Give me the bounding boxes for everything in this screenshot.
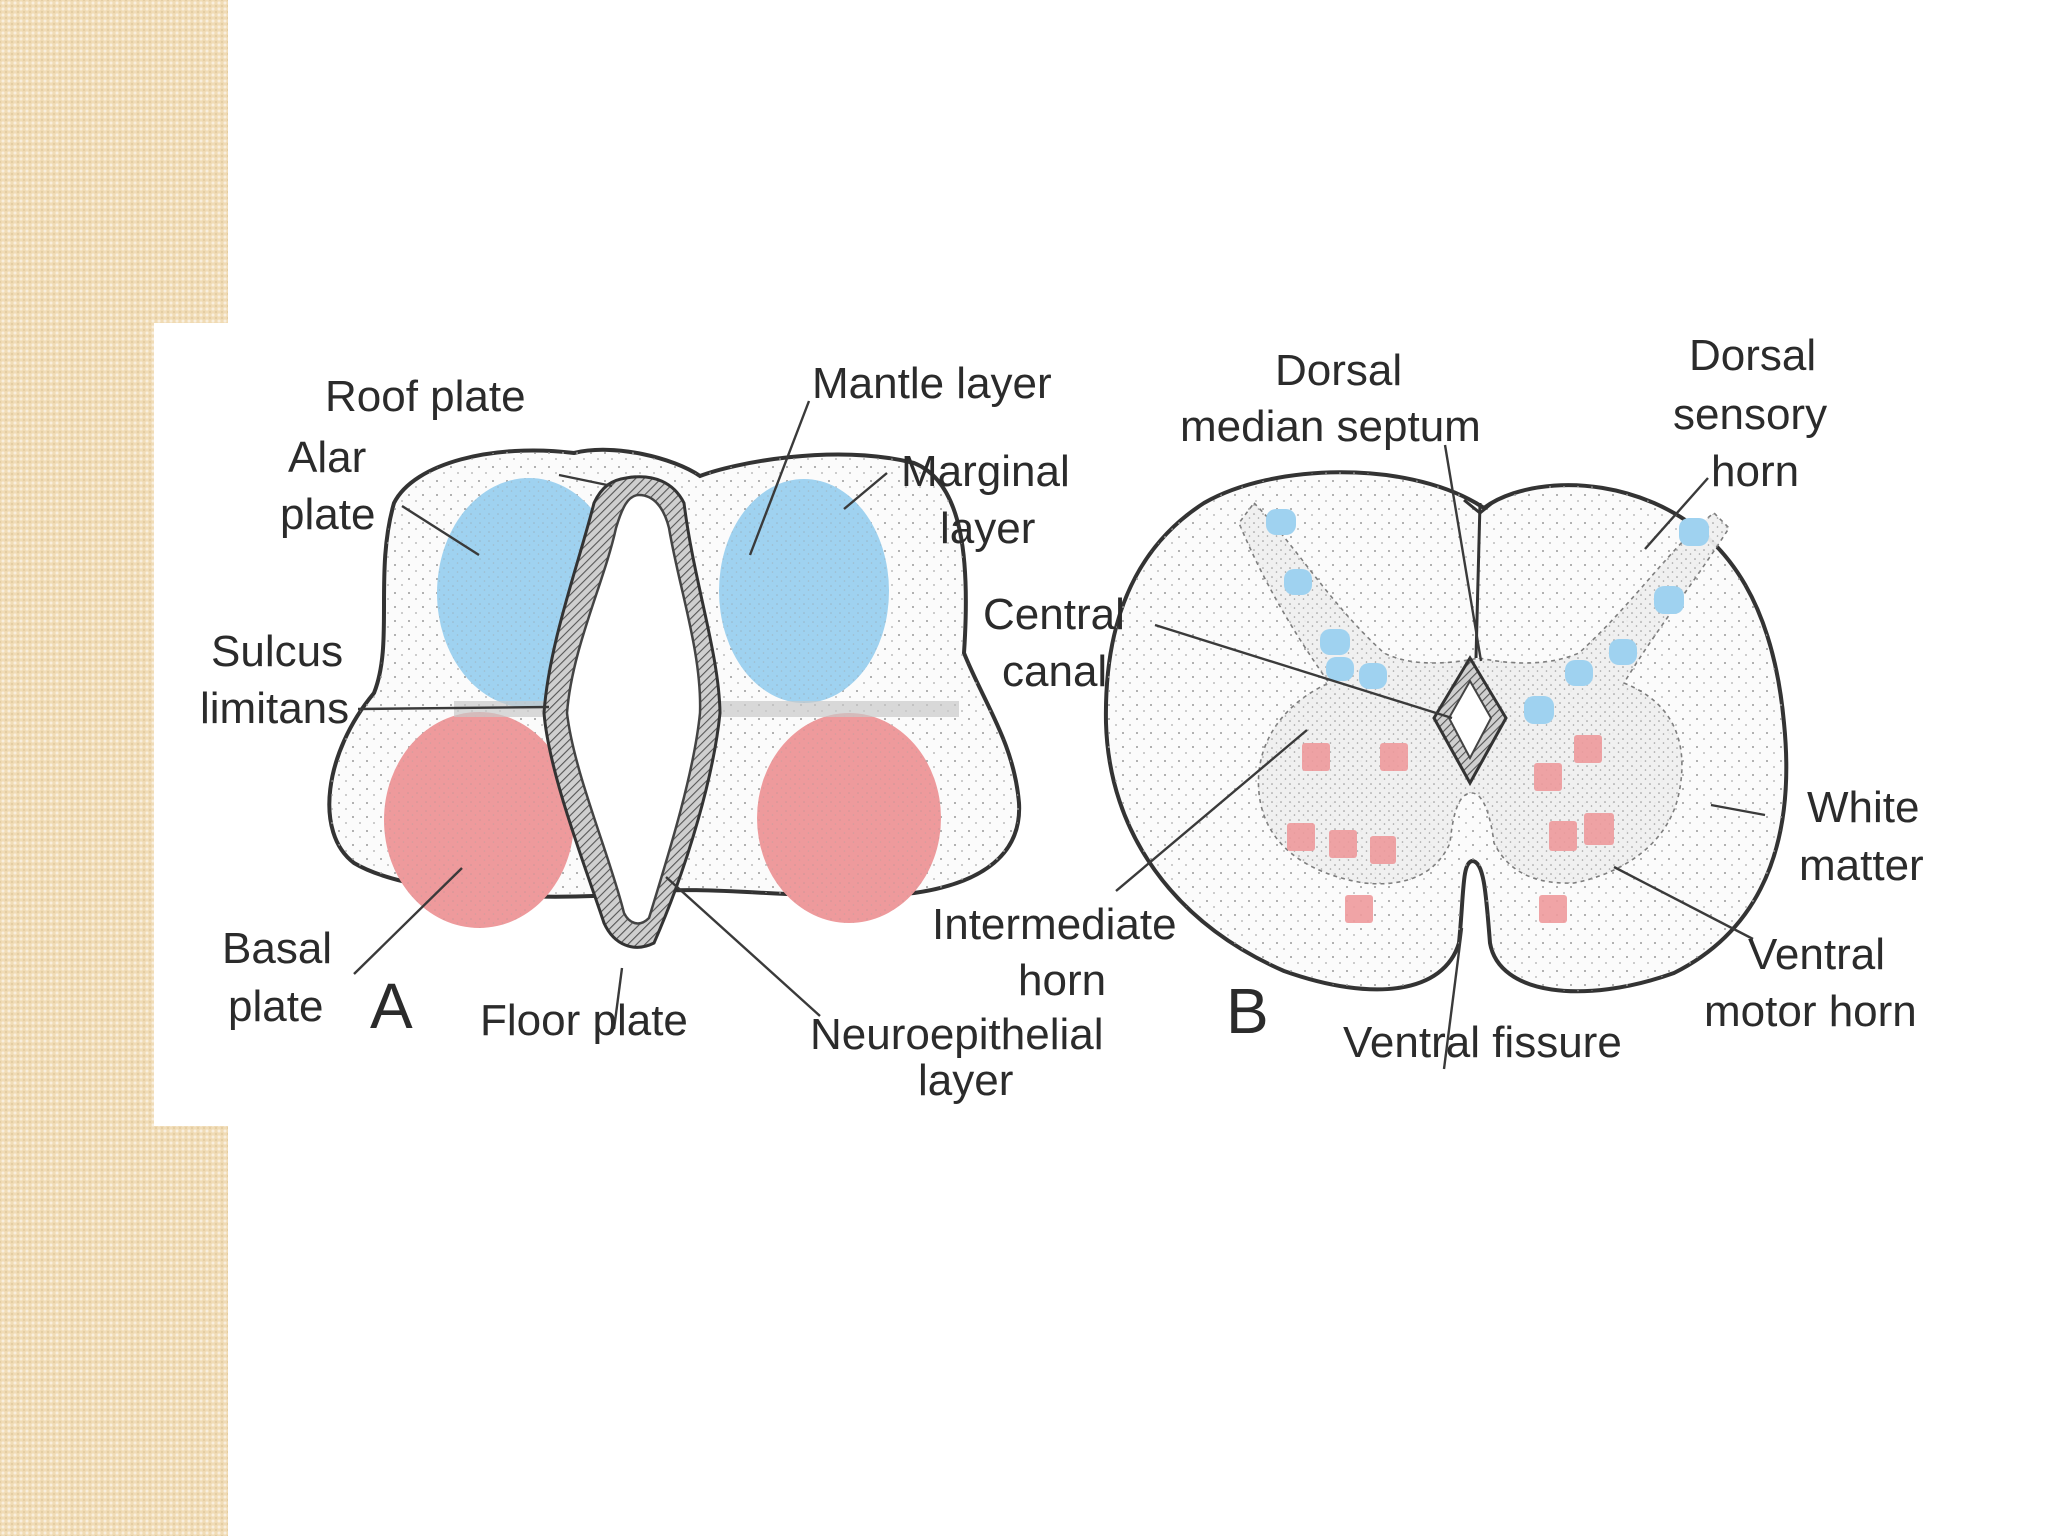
label-alar-plate-line2: plate: [280, 490, 375, 539]
label-white-matter-line1: White: [1807, 783, 1919, 832]
label-sulcus-limitans-line2: limitans: [200, 684, 349, 733]
label-intermediate-horn-line1: Intermediate: [932, 900, 1177, 949]
label-central-canal-line2: canal: [1002, 647, 1107, 696]
label-ventral-motor-horn-line2: motor horn: [1704, 987, 1917, 1036]
label-marginal-layer-line2: layer: [940, 504, 1035, 553]
neural-tube-lumen: [565, 493, 702, 925]
label-central-canal-line1: Central: [983, 590, 1125, 639]
label-dorsal-median-septum-line1: Dorsal: [1275, 346, 1402, 395]
panel-letter-a: A: [370, 970, 413, 1042]
label-alar-plate-line1: Alar: [288, 433, 366, 482]
label-mantle-layer: Mantle layer: [812, 359, 1052, 408]
label-marginal-layer-line1: Marginal: [901, 447, 1070, 496]
label-ventral-motor-horn-line1: Ventral: [1748, 930, 1885, 979]
label-dorsal-median-septum-line2: median septum: [1180, 402, 1481, 451]
label-basal-plate-line1: Basal: [222, 924, 332, 973]
label-dorsal-sensory-horn-line3: horn: [1711, 447, 1799, 496]
label-roof-plate: Roof plate: [325, 372, 526, 421]
figure-panel: Roof plate Alar plate Sulcus limitans Ba…: [154, 323, 2048, 1126]
ventral-motor-cells: [1287, 735, 1614, 923]
label-sulcus-limitans-line1: Sulcus: [211, 627, 343, 676]
panel-b-spinal-cord: Dorsal median septum Dorsal sensory horn…: [932, 331, 1924, 1070]
label-floor-plate: Floor plate: [480, 996, 688, 1045]
label-neuroepithelial-line2: layer: [918, 1056, 1013, 1105]
label-dorsal-sensory-horn-line1: Dorsal: [1689, 331, 1816, 380]
label-white-matter-line2: matter: [1799, 841, 1924, 890]
label-neuroepithelial-line1: Neuroepithelial: [810, 1010, 1104, 1059]
label-intermediate-horn-line2: horn: [1018, 956, 1106, 1005]
panel-letter-b: B: [1226, 975, 1269, 1047]
spinal-cord-development-diagram: Roof plate Alar plate Sulcus limitans Ba…: [200, 331, 1924, 1105]
label-ventral-fissure: Ventral fissure: [1343, 1018, 1622, 1067]
dorsal-sensory-cells: [1266, 509, 1709, 724]
label-basal-plate-line2: plate: [228, 982, 323, 1031]
panel-a-neural-tube: Roof plate Alar plate Sulcus limitans Ba…: [200, 359, 1104, 1105]
label-dorsal-sensory-horn-line2: sensory: [1673, 390, 1827, 439]
